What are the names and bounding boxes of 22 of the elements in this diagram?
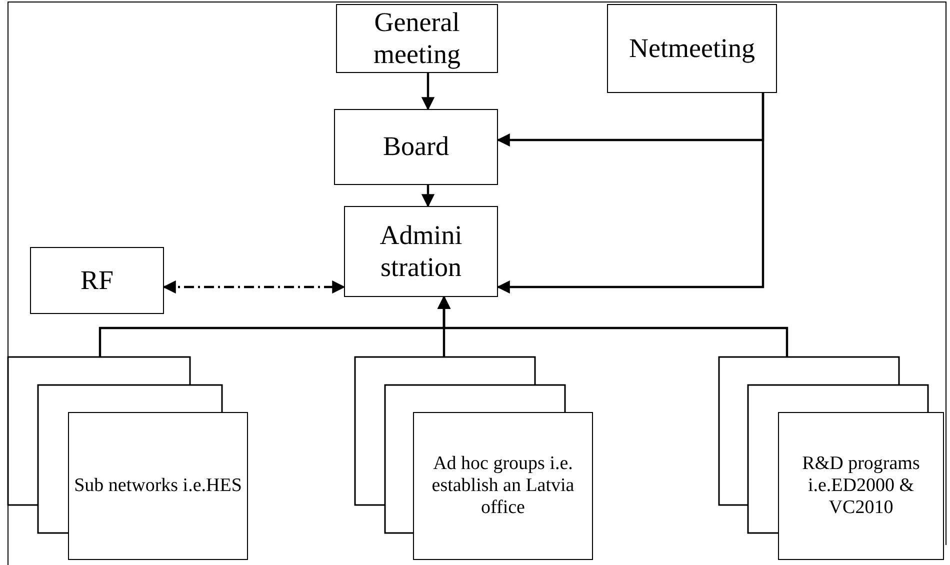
process-box xyxy=(607,4,777,93)
node-label: Board xyxy=(382,131,450,163)
arrow xyxy=(496,93,764,294)
arrow xyxy=(421,185,435,208)
node-label: Ad hoc groups i.e. establish an Latvia office xyxy=(430,453,576,519)
stacked-box xyxy=(748,385,928,533)
node-label: RF xyxy=(79,264,115,296)
arrow xyxy=(162,280,346,294)
node-label: R&D programs i.e.ED2000 & VC2010 xyxy=(801,453,921,519)
process-box xyxy=(336,4,498,73)
process-box xyxy=(413,412,593,560)
node-label: Sub networks i.e.HES xyxy=(73,475,243,497)
node-label: Admini stration xyxy=(378,220,464,283)
arrow xyxy=(437,296,788,357)
node-label: Netmeeting xyxy=(628,32,756,64)
process-box xyxy=(30,247,164,314)
process-box xyxy=(778,412,944,560)
node-label: General meeting xyxy=(372,7,462,70)
process-box xyxy=(344,206,498,297)
arrow xyxy=(421,73,435,110)
process-box xyxy=(68,412,248,560)
process-box xyxy=(334,109,498,185)
